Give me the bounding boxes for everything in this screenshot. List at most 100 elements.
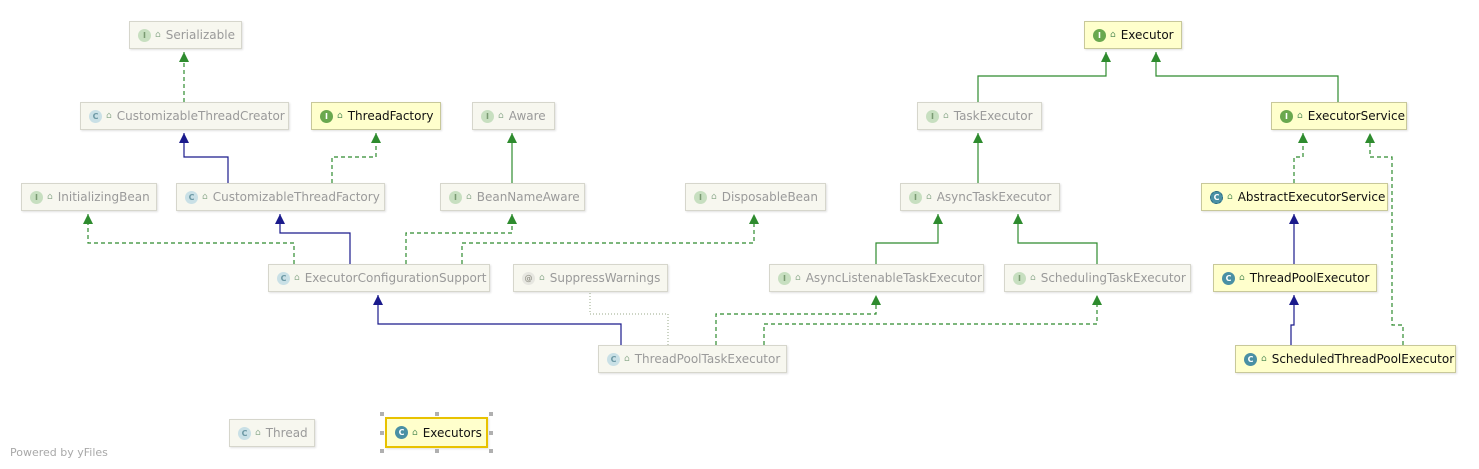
edge-scheduling-task-executor-to-async-task-executor — [1017, 214, 1098, 264]
node-label: AbstractExecutorService — [1237, 190, 1386, 204]
arrowhead — [1365, 133, 1375, 143]
edge-thread-pool-task-executor-to-executor-configuration-support — [377, 295, 622, 345]
node-abstract-executor-service[interactable]: C⌂AbstractExecutorService — [1201, 183, 1388, 211]
node-bean-name-aware[interactable]: I ⌂ BeanNameAware — [440, 183, 585, 211]
public-visibility-icon: ⌂ — [337, 111, 343, 121]
edge-executor-configuration-support-to-disposable-bean — [461, 214, 755, 264]
arrowhead — [1298, 133, 1308, 143]
node-customizable-thread-creator[interactable]: C ⌂ CustomizableThreadCreator — [80, 102, 289, 130]
arrowhead — [373, 295, 383, 305]
edge-scheduled-thread-pool-executor-to-thread-pool-executor — [1290, 295, 1295, 345]
node-serializable[interactable]: I⌂Serializable — [129, 21, 242, 49]
public-visibility-icon: ⌂ — [711, 192, 717, 202]
node-thread-pool-task-executor[interactable]: C⌂ThreadPoolTaskExecutor — [598, 345, 787, 373]
node-scheduled-thread-pool-executor[interactable]: C⌂ScheduledThreadPoolExecutor — [1235, 345, 1456, 373]
selection-handle[interactable] — [434, 449, 439, 453]
selection-handle[interactable] — [489, 412, 493, 416]
arrowhead — [371, 133, 381, 143]
selection-handle[interactable] — [434, 412, 439, 416]
arrowhead — [933, 214, 943, 224]
selection-handle[interactable] — [380, 449, 384, 453]
public-visibility-icon: ⌂ — [1239, 273, 1245, 283]
node-task-executor[interactable]: I⌂TaskExecutor — [917, 102, 1042, 130]
node-executors[interactable]: C⌂Executors — [385, 417, 488, 448]
node-executor-configuration-support[interactable]: C⌂ExecutorConfigurationSupport — [268, 264, 490, 292]
public-visibility-icon: ⌂ — [155, 30, 161, 40]
node-label: ExecutorService — [1307, 109, 1405, 123]
edge-executor-configuration-support-to-customizable-thread-factory — [279, 214, 351, 264]
node-label: Executors — [422, 425, 482, 440]
interface-icon: I — [926, 109, 939, 123]
node-label: Serializable — [165, 28, 235, 42]
selection-handle[interactable] — [489, 449, 493, 453]
node-label: CustomizableThreadCreator — [116, 109, 285, 123]
node-label: ScheduledThreadPoolExecutor — [1271, 352, 1455, 366]
arrowhead — [275, 214, 285, 224]
interface-icon: I — [1093, 28, 1106, 42]
interface-icon: I — [778, 271, 791, 285]
arrowhead — [1289, 295, 1299, 305]
edge-executor-service-to-executor — [1155, 52, 1339, 102]
edge-thread-pool-task-executor-to-async-listenable-task-executor — [715, 295, 877, 345]
edge-customizable-thread-factory-to-customizable-thread-creator — [183, 133, 229, 183]
arrowhead — [507, 214, 517, 224]
selection-handle[interactable] — [380, 430, 384, 435]
edge-thread-pool-task-executor-to-scheduling-task-executor — [763, 295, 1098, 345]
public-visibility-icon: ⌂ — [1110, 30, 1116, 40]
node-thread[interactable]: C⌂Thread — [229, 419, 315, 447]
arrowhead — [749, 214, 759, 224]
node-thread-pool-executor[interactable]: C⌂ThreadPoolExecutor — [1213, 264, 1377, 292]
node-aware[interactable]: I⌂Aware — [472, 102, 555, 130]
node-executor-service[interactable]: I ⌂ ExecutorService — [1271, 102, 1407, 130]
arrowhead — [1092, 295, 1102, 305]
node-async-task-executor[interactable]: I⌂AsyncTaskExecutor — [900, 183, 1060, 211]
arrowhead — [179, 133, 189, 143]
selection-handle[interactable] — [380, 412, 384, 416]
annotation-icon: @ — [522, 271, 535, 285]
class-icon: C — [1244, 352, 1257, 366]
node-label: TaskExecutor — [953, 109, 1033, 123]
public-visibility-icon: ⌂ — [1297, 111, 1303, 121]
node-disposable-bean[interactable]: I⌂DisposableBean — [685, 183, 826, 211]
node-label: Executor — [1120, 28, 1174, 42]
node-label: ThreadPoolTaskExecutor — [634, 352, 781, 366]
node-executor[interactable]: I ⌂ Executor — [1084, 21, 1182, 49]
node-label: Aware — [508, 109, 546, 123]
node-suppress-warnings[interactable]: @ ⌂ SuppressWarnings — [513, 264, 668, 292]
node-label: Thread — [265, 426, 308, 440]
interface-icon: I — [1013, 271, 1026, 285]
interface-icon: I — [320, 109, 333, 123]
selection-handle[interactable] — [489, 430, 493, 435]
interface-icon: I — [694, 190, 707, 204]
public-visibility-icon: ⌂ — [1030, 273, 1036, 283]
node-thread-factory[interactable]: I ⌂ ThreadFactory — [311, 102, 441, 130]
arrowhead — [1151, 52, 1161, 62]
public-visibility-icon: ⌂ — [498, 111, 504, 121]
public-visibility-icon: ⌂ — [466, 192, 472, 202]
node-customizable-thread-factory[interactable]: C⌂CustomizableThreadFactory — [176, 183, 385, 211]
public-visibility-icon: ⌂ — [1227, 192, 1233, 202]
public-visibility-icon: ⌂ — [106, 111, 112, 121]
node-label: ExecutorConfigurationSupport — [304, 271, 487, 285]
node-label: BeanNameAware — [476, 190, 580, 204]
public-visibility-icon: ⌂ — [202, 192, 208, 202]
interface-icon: I — [449, 190, 462, 204]
class-icon: C — [89, 109, 102, 123]
node-initializing-bean[interactable]: I⌂InitializingBean — [21, 183, 157, 211]
edge-thread-pool-task-executor-to-suppress-warnings — [589, 292, 669, 345]
public-visibility-icon: ⌂ — [294, 273, 300, 283]
public-visibility-icon: ⌂ — [624, 354, 630, 364]
edge-scheduled-thread-pool-executor-to-executor-service — [1369, 133, 1404, 345]
node-async-listenable-task-executor[interactable]: I⌂AsyncListenableTaskExecutor — [769, 264, 984, 292]
public-visibility-icon: ⌂ — [539, 273, 545, 283]
node-label: SuppressWarnings — [549, 271, 661, 285]
class-icon: C — [238, 426, 251, 440]
arrowhead — [179, 52, 189, 62]
node-label: ThreadFactory — [347, 109, 434, 123]
public-visibility-icon: ⌂ — [926, 192, 932, 202]
interface-icon: I — [1280, 109, 1293, 123]
arrowhead — [871, 295, 881, 305]
node-scheduling-task-executor[interactable]: I⌂SchedulingTaskExecutor — [1004, 264, 1191, 292]
